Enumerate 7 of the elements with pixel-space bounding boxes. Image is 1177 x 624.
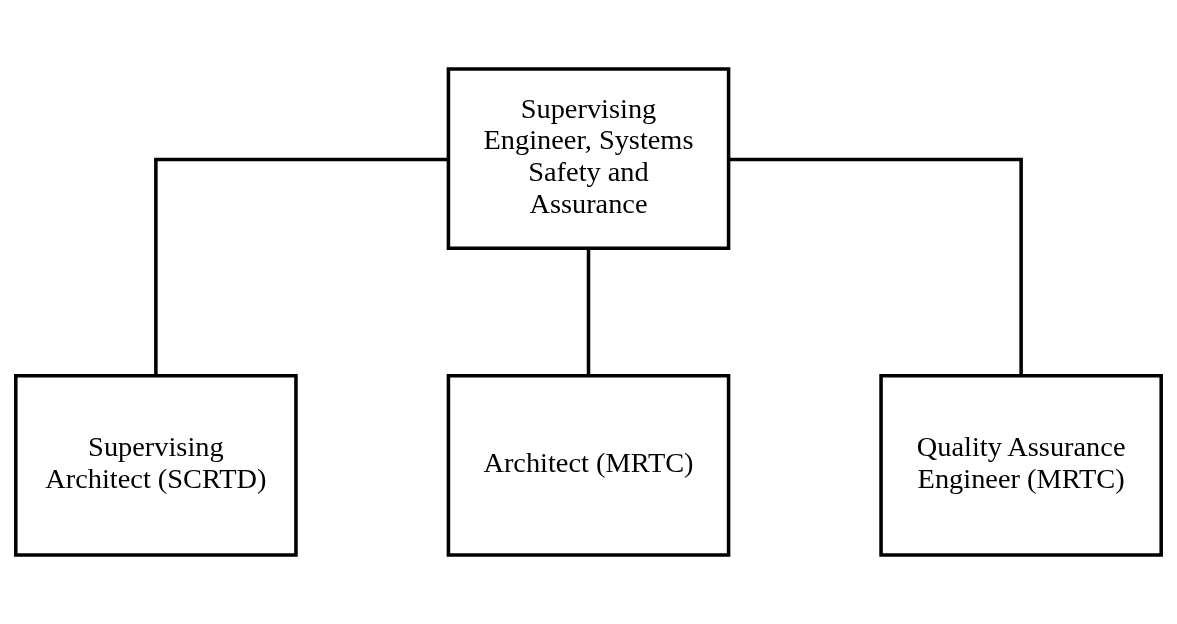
connector xyxy=(154,157,449,376)
node-box: Supervising Architect (SCRTD) xyxy=(14,374,298,557)
connector xyxy=(728,157,1023,376)
node-box: Quality Assurance Engineer (MRTC) xyxy=(879,374,1163,557)
node-box: Supervising Engineer, Systems Safety and Assurance xyxy=(446,67,731,250)
connector xyxy=(586,248,591,376)
node-box: Architect (MRTC) xyxy=(446,374,731,557)
